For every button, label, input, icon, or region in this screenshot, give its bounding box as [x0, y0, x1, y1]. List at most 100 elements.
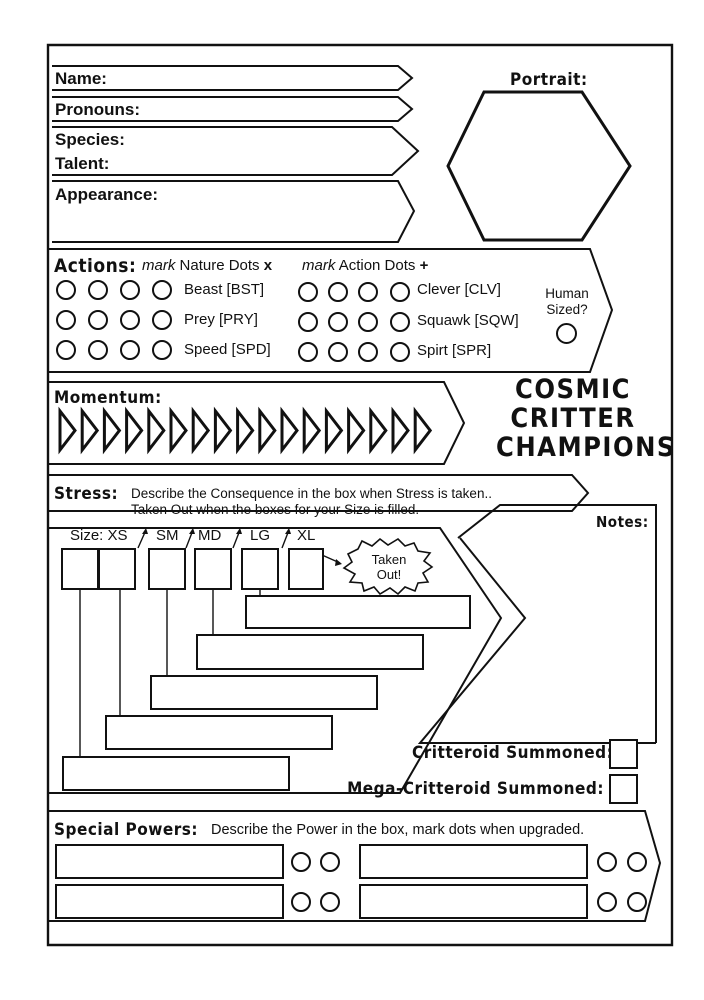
- prey-dot-2[interactable]: [88, 310, 108, 330]
- notes-label: Notes:: [596, 513, 649, 531]
- momentum-chevron-8[interactable]: [213, 406, 233, 455]
- momentum-chevron-15[interactable]: [369, 406, 388, 455]
- squawk-dot-1[interactable]: [298, 312, 318, 332]
- special-powers-title: Special Powers:: [54, 820, 199, 840]
- momentum-chevron-11[interactable]: [280, 406, 299, 455]
- beast-label: Beast [BST]: [184, 281, 265, 298]
- momentum-chevron-7[interactable]: [191, 406, 211, 455]
- size-xl-label: XL: [297, 527, 316, 544]
- momentum-title: Momentum:: [54, 388, 162, 408]
- stress-box-2[interactable]: [98, 548, 136, 590]
- power-1-dot-1[interactable]: [291, 852, 311, 872]
- power-box-1[interactable]: [55, 844, 284, 879]
- notes-area[interactable]: [520, 540, 650, 730]
- power-3-dot-1[interactable]: [291, 892, 311, 912]
- mega-critteroid-summoned-label: Mega-Critteroid Summoned:: [347, 779, 604, 799]
- beast-dot-1[interactable]: [56, 280, 76, 300]
- momentum-chevron-13[interactable]: [324, 406, 344, 455]
- power-4-dot-1[interactable]: [597, 892, 617, 912]
- stress-instructions-2: Taken Out when the boxes for your Size i…: [131, 502, 420, 517]
- stress-box-5[interactable]: [241, 548, 279, 590]
- squawk-dot-4[interactable]: [390, 312, 410, 332]
- power-2-dot-1[interactable]: [597, 852, 617, 872]
- speed-dot-4[interactable]: [152, 340, 172, 360]
- clever-label: Clever [CLV]: [417, 281, 501, 298]
- clever-dot-4[interactable]: [390, 282, 410, 302]
- species-label: Species:: [55, 130, 125, 149]
- taken-out-starburst: [342, 537, 434, 596]
- stress-box-1[interactable]: [61, 548, 99, 590]
- size-sm-label: SM: [156, 527, 179, 544]
- stress-box-3[interactable]: [148, 548, 186, 590]
- portrait-label: Portrait:: [510, 70, 588, 90]
- squawk-dot-3[interactable]: [358, 312, 378, 332]
- momentum-chevron-4[interactable]: [125, 406, 144, 455]
- prey-dot-3[interactable]: [120, 310, 140, 330]
- mega-critteroid-summoned-checkbox[interactable]: [609, 774, 638, 804]
- prey-dot-1[interactable]: [56, 310, 76, 330]
- momentum-chevron-2[interactable]: [80, 406, 100, 455]
- actions-title: Actions:: [54, 255, 137, 277]
- momentum-chevron-10[interactable]: [258, 406, 277, 455]
- logo-line-2: CRITTER: [510, 403, 636, 434]
- stress-box-4[interactable]: [194, 548, 232, 590]
- power-2-dot-2[interactable]: [627, 852, 647, 872]
- beast-dot-2[interactable]: [88, 280, 108, 300]
- consequence-box-3[interactable]: [150, 675, 378, 710]
- momentum-chevron-6[interactable]: [169, 406, 188, 455]
- talent-label: Talent:: [55, 154, 110, 173]
- squawk-dot-2[interactable]: [328, 312, 348, 332]
- power-4-dot-2[interactable]: [627, 892, 647, 912]
- momentum-chevron-17[interactable]: [413, 406, 433, 455]
- critteroid-summoned-label: Critteroid Summoned:: [412, 743, 614, 763]
- speed-dot-1[interactable]: [56, 340, 76, 360]
- momentum-chevron-1[interactable]: [58, 406, 77, 455]
- power-box-3[interactable]: [55, 884, 284, 919]
- appearance-label: Appearance:: [55, 185, 158, 204]
- beast-dot-4[interactable]: [152, 280, 172, 300]
- power-3-dot-2[interactable]: [320, 892, 340, 912]
- spirit-dot-2[interactable]: [328, 342, 348, 362]
- portrait-area[interactable]: [470, 100, 610, 230]
- power-box-4[interactable]: [359, 884, 588, 919]
- game-logo: COSMIC CRITTER CHAMPIONS: [496, 375, 676, 463]
- momentum-chevron-3[interactable]: [102, 406, 122, 455]
- clever-dot-2[interactable]: [328, 282, 348, 302]
- special-powers-hint: Describe the Power in the box, mark dots…: [211, 822, 585, 838]
- human-sized-label-1: Human: [545, 286, 589, 301]
- size-lg-label: LG: [250, 527, 271, 544]
- momentum-chevron-14[interactable]: [347, 406, 366, 455]
- beast-dot-3[interactable]: [120, 280, 140, 300]
- prey-dot-4[interactable]: [152, 310, 172, 330]
- stress-title: Stress:: [54, 484, 119, 504]
- momentum-chevron-12[interactable]: [302, 406, 322, 455]
- stress-box-6[interactable]: [288, 548, 324, 590]
- speed-dot-2[interactable]: [88, 340, 108, 360]
- spirit-label: Spirt [SPR]: [417, 342, 492, 359]
- momentum-chevron-16[interactable]: [391, 406, 410, 455]
- consequence-box-1[interactable]: [245, 595, 471, 629]
- momentum-chevron-9[interactable]: [236, 406, 255, 455]
- clever-dot-3[interactable]: [358, 282, 378, 302]
- power-box-2[interactable]: [359, 844, 588, 879]
- action-dots-hint: mark Action Dots +: [302, 257, 429, 274]
- spirit-dot-3[interactable]: [358, 342, 378, 362]
- stress-instructions-1: Describe the Consequence in the box when…: [131, 486, 492, 501]
- size-xs-label: Size: XS: [70, 527, 128, 544]
- critteroid-summoned-checkbox[interactable]: [609, 739, 638, 769]
- speed-dot-3[interactable]: [120, 340, 140, 360]
- momentum-chevron-5[interactable]: [147, 406, 166, 455]
- power-1-dot-2[interactable]: [320, 852, 340, 872]
- human-sized-dot[interactable]: [556, 323, 577, 344]
- logo-line-3: CHAMPIONS: [496, 432, 676, 463]
- consequence-box-2[interactable]: [196, 634, 424, 670]
- consequence-box-5[interactable]: [62, 756, 290, 791]
- spirit-dot-4[interactable]: [390, 342, 410, 362]
- spirit-dot-1[interactable]: [298, 342, 318, 362]
- size-md-label: MD: [198, 527, 222, 544]
- name-label: Name:: [55, 69, 107, 88]
- consequence-box-4[interactable]: [105, 715, 333, 750]
- nature-dots-hint: mark Nature Dots x: [142, 257, 273, 274]
- clever-dot-1[interactable]: [298, 282, 318, 302]
- prey-label: Prey [PRY]: [184, 311, 258, 328]
